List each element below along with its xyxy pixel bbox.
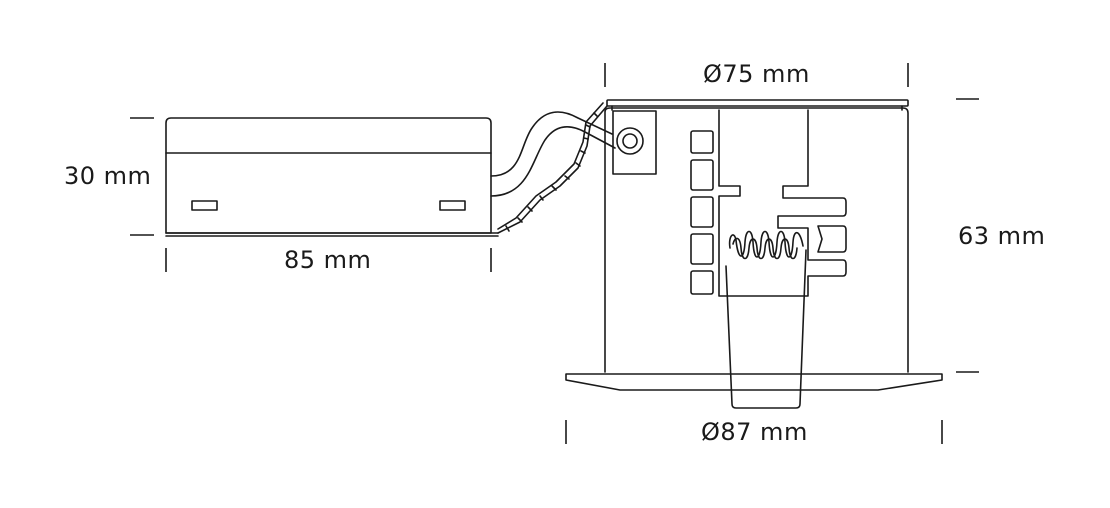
dimension-lines xyxy=(130,63,979,444)
bottom-diameter-label: Ø87 mm xyxy=(701,418,808,446)
trim-flange xyxy=(565,373,943,391)
fixture-housing xyxy=(604,99,909,373)
fixture-height-label: 63 mm xyxy=(958,222,1046,250)
box-slot-left xyxy=(191,200,218,211)
top-diameter-label: Ø75 mm xyxy=(703,60,810,88)
spring-clip xyxy=(718,109,847,409)
cable-gland-icon xyxy=(616,127,644,155)
cable-gland-plate xyxy=(612,110,657,175)
driver-box xyxy=(165,117,499,237)
housing-slots xyxy=(690,130,714,295)
box-slot-right xyxy=(439,200,466,211)
box-width-label: 85 mm xyxy=(284,246,372,274)
cable xyxy=(490,111,616,197)
wire-sleeve xyxy=(497,102,608,234)
box-height-label: 30 mm xyxy=(64,162,152,190)
